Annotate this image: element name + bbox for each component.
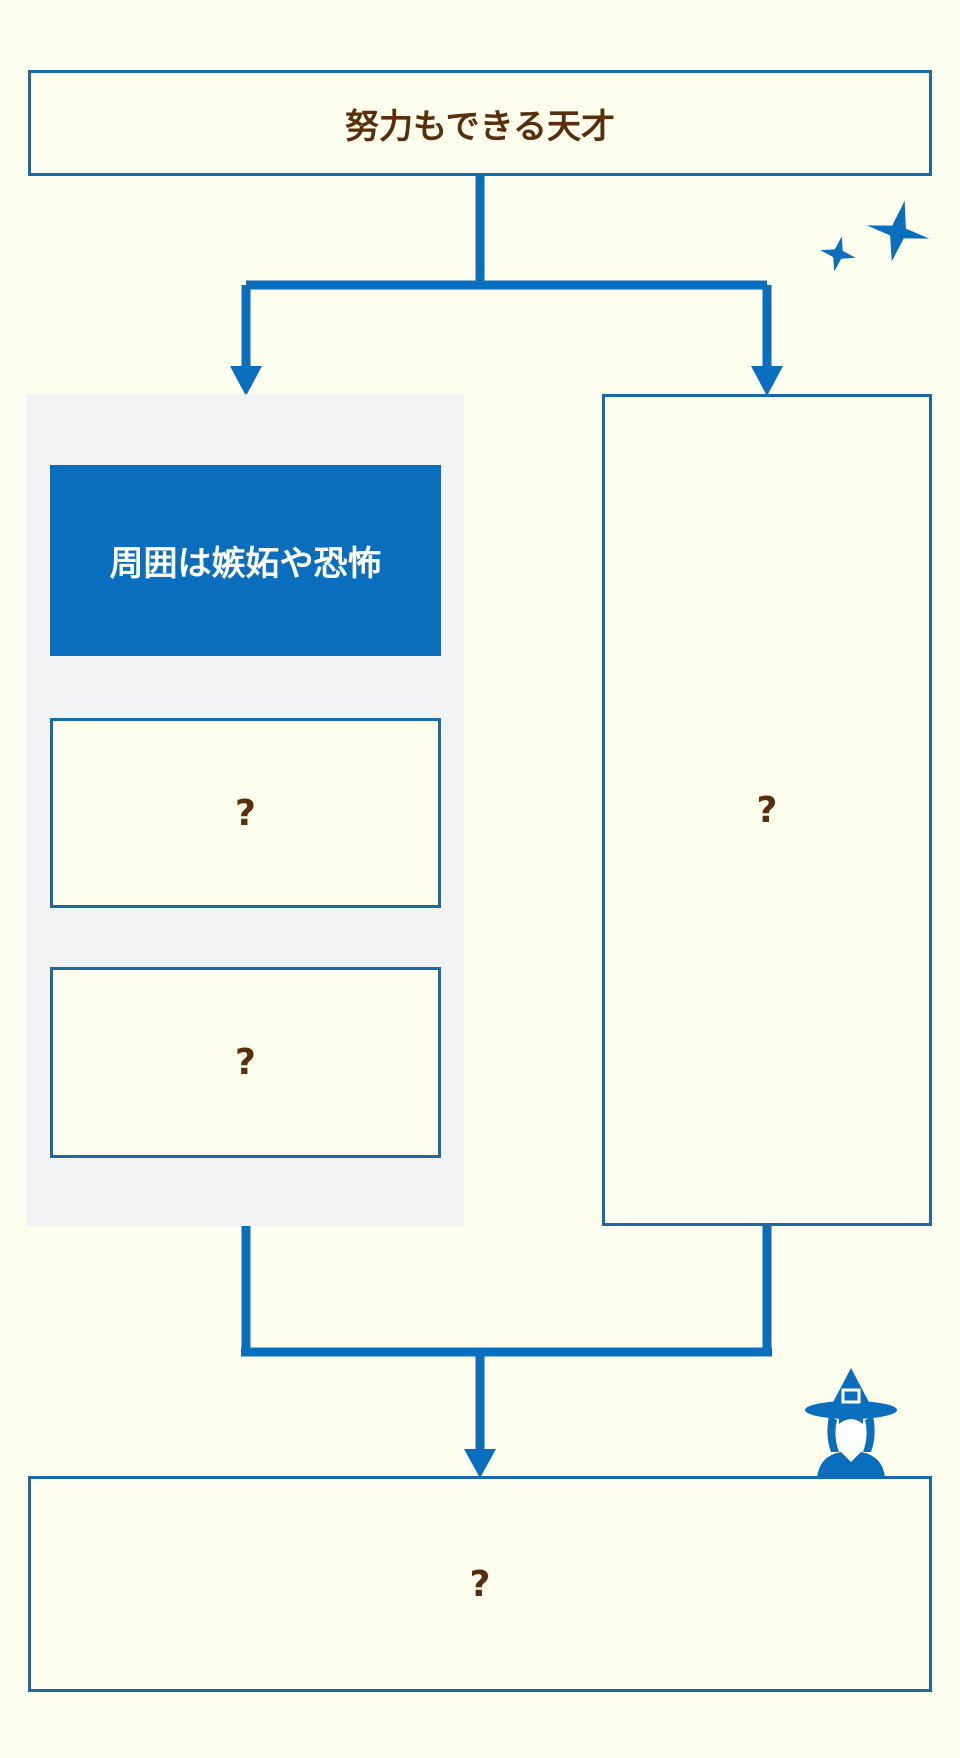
left-middle-question-box: ? — [50, 718, 441, 908]
envy-fear-text: 周囲は嫉妬や恐怖 — [109, 544, 382, 584]
left-bottom-question-text: ? — [235, 1042, 256, 1083]
arrowhead-right-branch — [751, 366, 783, 396]
bottom-question-box: ? — [28, 1476, 932, 1692]
arrowhead-left-branch — [230, 366, 262, 396]
left-bottom-question-box: ? — [50, 967, 441, 1158]
left-middle-question-text: ? — [235, 792, 256, 834]
bottom-question-text: ? — [469, 1563, 491, 1605]
sparkle-icon — [820, 200, 930, 272]
title-box: 努力もできる天才 — [28, 70, 932, 176]
arrowhead-to-bottom — [464, 1449, 496, 1478]
right-question-box: ? — [602, 394, 932, 1226]
right-question-text: ? — [756, 789, 778, 831]
witch-icon — [805, 1368, 897, 1478]
envy-fear-box: 周囲は嫉妬や恐怖 — [50, 465, 441, 656]
title-text: 努力もできる天才 — [345, 106, 615, 147]
